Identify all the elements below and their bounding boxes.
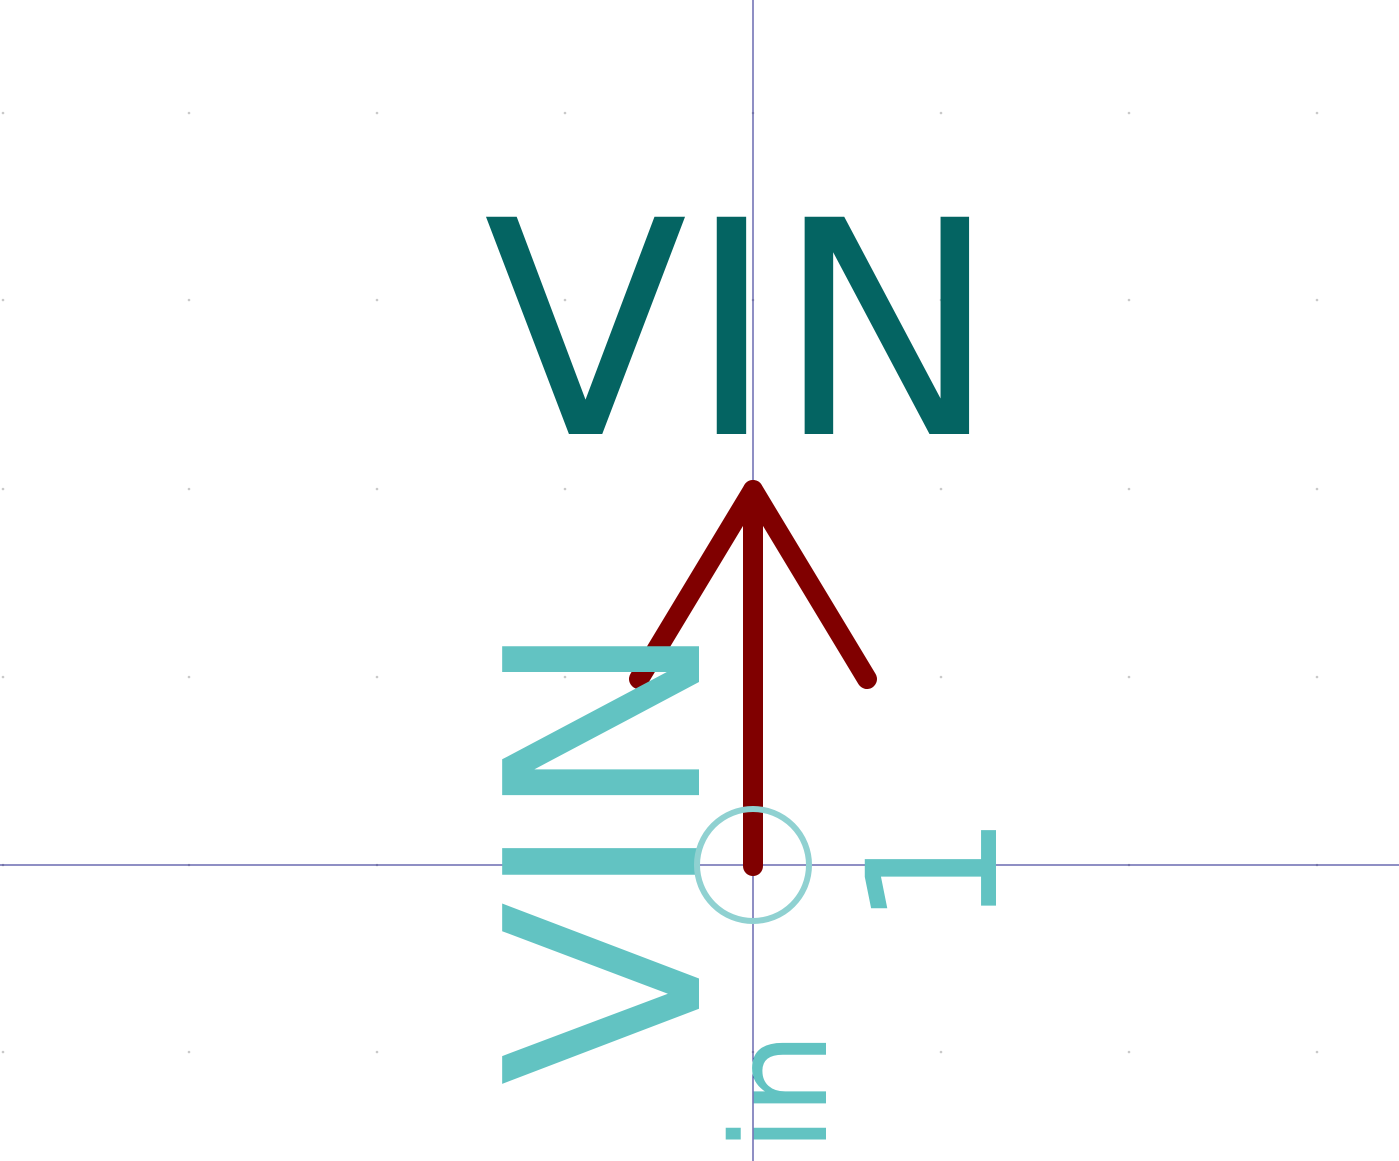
pin-type-label[interactable]: in [704, 1032, 858, 1152]
grid-dot [187, 487, 191, 491]
pin-number-label[interactable]: 1 [830, 813, 1039, 928]
grid-dot [1127, 111, 1131, 115]
grid-dot [939, 675, 943, 679]
grid-dots [1, 111, 1319, 1054]
pin-number-group: 1 [830, 813, 1039, 928]
grid-dot [563, 487, 567, 491]
grid-dot [939, 111, 943, 115]
grid-dot [1315, 1050, 1319, 1054]
grid-dot [1315, 487, 1319, 491]
grid-dot [563, 298, 567, 302]
grid-dot [1, 487, 5, 491]
grid-dot [1315, 111, 1319, 115]
grid-dot [563, 675, 567, 679]
grid-dot [939, 487, 943, 491]
power-symbol[interactable] [629, 480, 877, 876]
pin-name-label[interactable]: VIN [448, 620, 763, 1086]
value-label-group: VIN [484, 158, 999, 505]
grid-dot [375, 111, 379, 115]
grid-dot [1127, 487, 1131, 491]
arrow-up-icon [629, 480, 877, 689]
grid-dot [1, 298, 5, 302]
grid-dot [1315, 675, 1319, 679]
grid-dot [563, 111, 567, 115]
grid-dot [187, 111, 191, 115]
grid-dot [187, 298, 191, 302]
grid-dot [375, 1050, 379, 1054]
grid-dot [375, 675, 379, 679]
pin-type-group: in [704, 1032, 858, 1152]
grid-dot [187, 1050, 191, 1054]
grid-dot [1127, 1050, 1131, 1054]
grid-dot [375, 487, 379, 491]
grid-dot [1315, 298, 1319, 302]
circle-icon[interactable] [694, 806, 812, 924]
grid-dot [563, 1050, 567, 1054]
grid-dot [1, 111, 5, 115]
grid-dot [939, 298, 943, 302]
grid-dot [1, 675, 5, 679]
grid-dot [1, 1050, 5, 1054]
grid-dot [1127, 675, 1131, 679]
grid-dot [375, 298, 379, 302]
grid-dot [1127, 298, 1131, 302]
pin-name-group: VIN [448, 620, 763, 1086]
value-label[interactable]: VIN [484, 158, 999, 505]
grid-dot [939, 1050, 943, 1054]
grid-dot [187, 675, 191, 679]
